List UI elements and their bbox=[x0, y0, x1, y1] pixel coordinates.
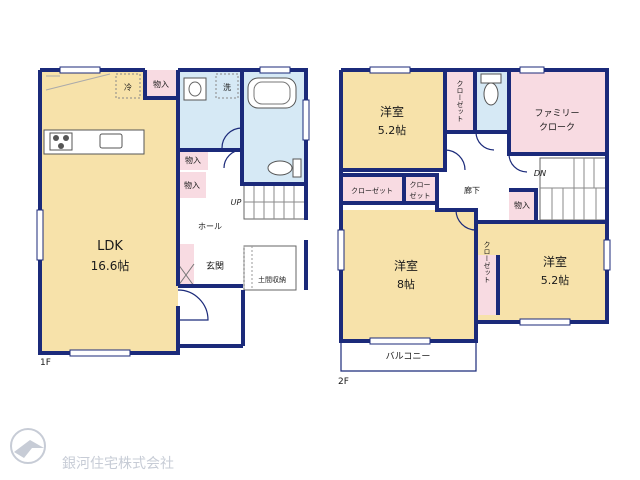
room-sw bbox=[341, 210, 476, 341]
storage-2f bbox=[509, 190, 536, 220]
closet-mid-left bbox=[341, 175, 404, 203]
company-logo: 銀河住宅株式会社 bbox=[10, 428, 174, 472]
storage-top-1f bbox=[145, 70, 178, 98]
storage-low-label: 物入 bbox=[184, 180, 200, 190]
entrance-step bbox=[178, 244, 194, 286]
fridge-space bbox=[115, 73, 141, 99]
room-sw-label: 洋室 bbox=[394, 258, 418, 273]
closet-mid-right-line1: クロー bbox=[410, 181, 431, 189]
ldk-label: LDK bbox=[97, 239, 123, 254]
washer-space bbox=[215, 73, 239, 99]
washbasin bbox=[183, 77, 207, 101]
ldk-room bbox=[40, 70, 178, 353]
family-closet-line1: ファミリー bbox=[534, 109, 579, 119]
closet-se-label: クローゼット bbox=[483, 241, 491, 283]
floor-2-label: 2F bbox=[338, 377, 349, 387]
floor-1-label: 1F bbox=[40, 358, 51, 368]
closet-mid-right bbox=[404, 175, 437, 203]
family-closet-line2: クローク bbox=[539, 122, 575, 133]
closet-nw-label: クローゼット bbox=[456, 80, 464, 122]
toilet-bowl bbox=[267, 160, 293, 176]
closet-se bbox=[476, 255, 498, 315]
down-label: DN bbox=[534, 169, 546, 178]
storage-low-1f bbox=[178, 172, 206, 198]
hall-label: ホール bbox=[198, 222, 222, 231]
entrance-label: 玄関 bbox=[206, 260, 224, 272]
storage-mid-label: 物入 bbox=[185, 155, 201, 165]
shoe-storage-box bbox=[243, 245, 297, 291]
closet-nw bbox=[445, 70, 475, 132]
room-nw-size: 5.2帖 bbox=[378, 124, 407, 137]
stairs-2f bbox=[539, 157, 608, 221]
room-se-label: 洋室 bbox=[543, 254, 567, 269]
floor-2: 洋室 5.2帖 クローゼット ファミリー クローク クローゼット クロー ゼット… bbox=[337, 66, 611, 387]
kitchen-sink bbox=[99, 133, 123, 149]
company-name: 銀河住宅株式会社 bbox=[62, 456, 174, 472]
storage-2f-label: 物入 bbox=[514, 200, 530, 210]
closet-mid-left-label: クローゼット bbox=[351, 186, 393, 195]
logo-circle-icon bbox=[10, 428, 46, 464]
floor-1: LDK 16.6帖 物入 冷 洗 物入 物入 UP ホール 玄関 土間収納 1F bbox=[36, 66, 310, 368]
balcony-label: バルコニー bbox=[386, 351, 431, 362]
family-closet bbox=[509, 70, 607, 154]
room-nw-label: 洋室 bbox=[380, 104, 404, 119]
logo-bird-icon bbox=[14, 440, 44, 458]
storage-top-label: 物入 bbox=[153, 79, 169, 89]
entrance-floor bbox=[178, 286, 243, 346]
stairs-1f bbox=[243, 184, 307, 220]
room-sw-size: 8帖 bbox=[397, 278, 415, 291]
toilet-tank bbox=[292, 158, 302, 178]
bathtub bbox=[247, 77, 297, 109]
fridge-label: 冷 bbox=[124, 82, 132, 92]
shoe-storage-label: 土間収納 bbox=[258, 275, 286, 284]
up-label: UP bbox=[231, 198, 242, 207]
ldk-size: 16.6帖 bbox=[91, 258, 130, 273]
room-se-size: 5.2帖 bbox=[541, 274, 570, 287]
closet-mid-right-line2: ゼット bbox=[410, 191, 431, 200]
corridor-label: 廊下 bbox=[464, 185, 480, 195]
room-nw bbox=[341, 70, 445, 170]
washer-label: 洗 bbox=[223, 82, 231, 92]
storage-mid-1f bbox=[178, 150, 208, 170]
